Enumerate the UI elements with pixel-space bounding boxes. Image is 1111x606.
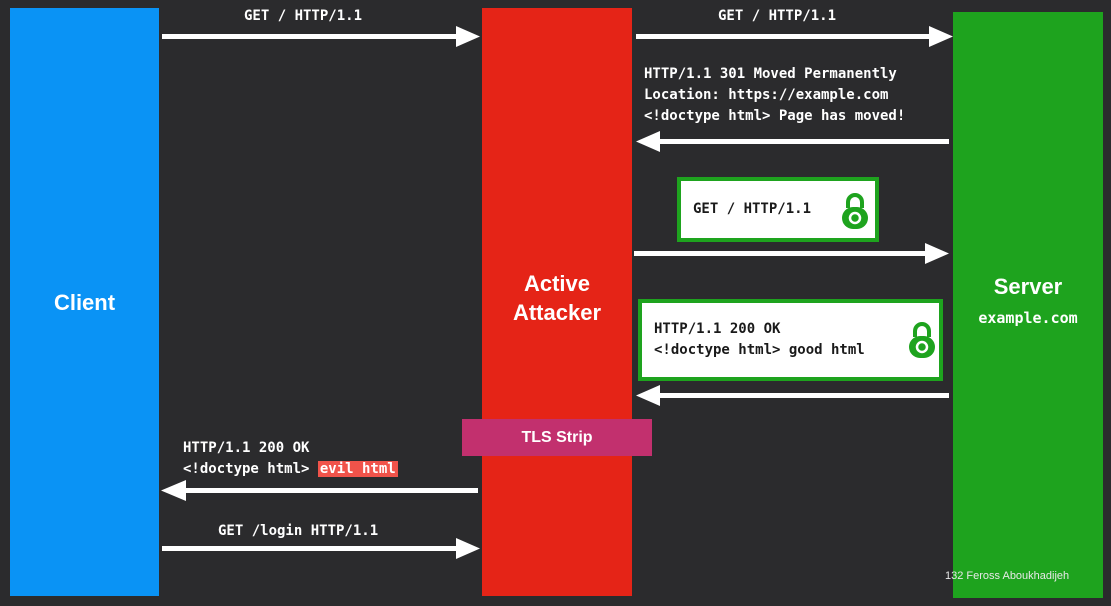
arrow-m1 xyxy=(162,26,480,47)
message-m7-label: GET /login HTTP/1.1 xyxy=(218,523,379,539)
message-m3-label: HTTP/1.1 301 Moved Permanently Location:… xyxy=(644,64,905,127)
padlock-icon xyxy=(842,193,868,229)
attacker-title-line2: Attacker xyxy=(512,300,602,325)
arrow-m5 xyxy=(636,385,949,406)
slide-footer: 132 Feross Aboukhadijeh xyxy=(945,570,1070,582)
arrow-m7 xyxy=(162,538,480,559)
message-m2-label: GET / HTTP/1.1 xyxy=(718,8,837,24)
message-m6-line2-prefix: <!doctype html> xyxy=(183,461,318,477)
message-m4-label: GET / HTTP/1.1 xyxy=(693,201,812,217)
message-m3-line3: <!doctype html> Page has moved! xyxy=(644,108,906,124)
message-m5-label: HTTP/1.1 200 OK <!doctype html> good htm… xyxy=(654,319,865,361)
message-m6-line1: HTTP/1.1 200 OK xyxy=(183,440,310,456)
arrow-m2 xyxy=(636,26,953,47)
client-title: Client xyxy=(53,289,116,315)
message-m4-box: GET / HTTP/1.1 xyxy=(677,177,879,242)
attacker-column: Active Attacker xyxy=(482,8,632,596)
attacker-title: Active Attacker xyxy=(513,269,601,327)
evil-html-highlight: evil html xyxy=(317,461,398,477)
tls-strip-label: TLS Strip xyxy=(462,419,652,456)
server-host: example.com xyxy=(978,308,1078,327)
server-column: Server example.com xyxy=(953,12,1103,598)
message-m1-label: GET / HTTP/1.1 xyxy=(244,8,363,24)
message-m5-line2: <!doctype html> good html xyxy=(654,342,865,358)
message-m3-line2: Location: https://example.com xyxy=(644,87,889,103)
message-m6-line2: <!doctype html> evil html xyxy=(183,459,398,480)
arrow-m3 xyxy=(636,131,949,152)
arrow-m6 xyxy=(161,480,478,501)
message-m5-box: HTTP/1.1 200 OK <!doctype html> good htm… xyxy=(638,299,943,381)
message-m5-line1: HTTP/1.1 200 OK xyxy=(654,321,781,337)
message-m6-label: HTTP/1.1 200 OK <!doctype html> evil htm… xyxy=(183,438,398,480)
message-m3-line1: HTTP/1.1 301 Moved Permanently xyxy=(644,66,897,82)
client-column: Client xyxy=(10,8,159,596)
arrow-m4 xyxy=(634,243,949,264)
server-title: Server xyxy=(993,273,1063,299)
padlock-icon xyxy=(909,322,935,358)
attacker-title-line1: Active xyxy=(523,271,591,296)
